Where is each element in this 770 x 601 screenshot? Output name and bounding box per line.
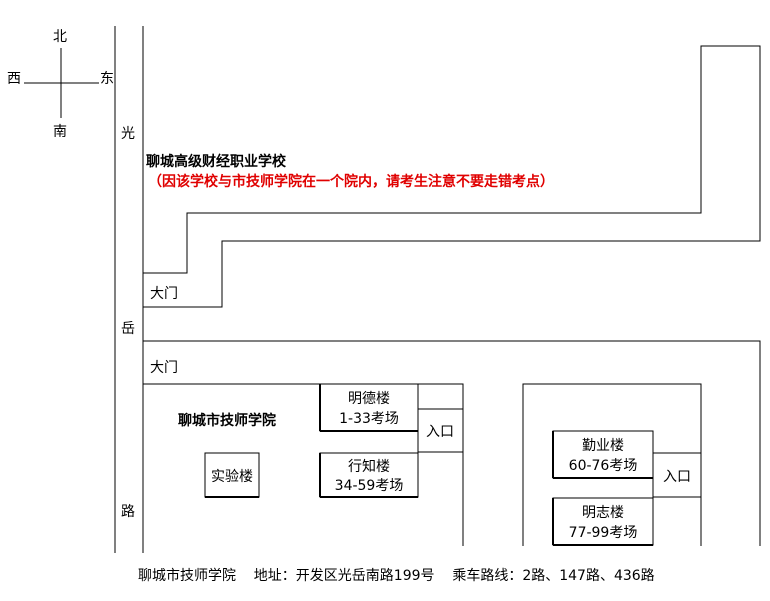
building-qinye-rooms: 60-76考场 bbox=[569, 458, 638, 474]
gate-label-1: 大门 bbox=[150, 286, 178, 302]
compass-east-label: 东 bbox=[100, 71, 114, 87]
entrance-1-box bbox=[417, 408, 464, 453]
building-xingzhi-rooms: 34-59考场 bbox=[335, 478, 404, 494]
guangyue-road: 光 岳 路 bbox=[114, 26, 144, 553]
entrance-2: 入口 bbox=[652, 452, 702, 498]
finance-school-name: 聊城高级财经职业学校 bbox=[146, 153, 287, 170]
building-mingzhi-box bbox=[552, 497, 654, 546]
compass-west-label: 西 bbox=[7, 71, 21, 87]
finance-school-note: （因该学校与市技师学院在一个院内，请考生注意不要走错考点） bbox=[148, 173, 554, 190]
building-shiyan-name: 实验楼 bbox=[211, 469, 253, 485]
building-shiyan: 实验楼 bbox=[204, 452, 260, 498]
building-qinye-name: 勤业楼 bbox=[582, 438, 624, 454]
building-qinye: 勤业楼 60-76考场 bbox=[552, 430, 654, 479]
road-name-char-3: 路 bbox=[121, 504, 135, 520]
compass-north-label: 北 bbox=[53, 29, 67, 45]
gate-label-2: 大门 bbox=[150, 360, 178, 376]
footer-address: 聊城市技师学院 地址：开发区光岳南路199号 乘车路线：2路、147路、436路 bbox=[138, 567, 655, 584]
compass-south-label: 南 bbox=[53, 124, 67, 140]
building-xingzhi: 行知楼 34-59考场 bbox=[319, 452, 419, 498]
road-name-char-1: 光 bbox=[121, 126, 135, 142]
building-xingzhi-name: 行知楼 bbox=[348, 458, 390, 475]
building-mingzhi-rooms: 77-99考场 bbox=[569, 525, 638, 541]
building-mingzhi-name: 明志楼 bbox=[582, 505, 624, 521]
building-mingde: 明德楼 1-33考场 bbox=[319, 383, 419, 432]
building-shiyan-box bbox=[204, 452, 260, 498]
upper-lane bbox=[143, 45, 761, 308]
campus-name: 聊城市技师学院 bbox=[178, 412, 276, 429]
compound-west-block-edge bbox=[143, 383, 464, 546]
entrance-1-label: 入口 bbox=[426, 424, 454, 440]
upper-lane-outline bbox=[143, 45, 761, 308]
building-mingde-rooms: 1-33考场 bbox=[339, 411, 399, 427]
building-mingzhi: 明志楼 77-99考场 bbox=[552, 497, 654, 546]
entrance-2-box bbox=[652, 452, 702, 498]
entrance-2-label: 入口 bbox=[663, 469, 691, 485]
building-mingde-name: 明德楼 bbox=[348, 391, 390, 407]
road-name-char-2: 岳 bbox=[121, 321, 135, 337]
compass-rose: 北 南 西 东 bbox=[7, 29, 114, 140]
entrance-1: 入口 bbox=[417, 408, 464, 453]
compound-north-east-edge bbox=[143, 340, 761, 546]
